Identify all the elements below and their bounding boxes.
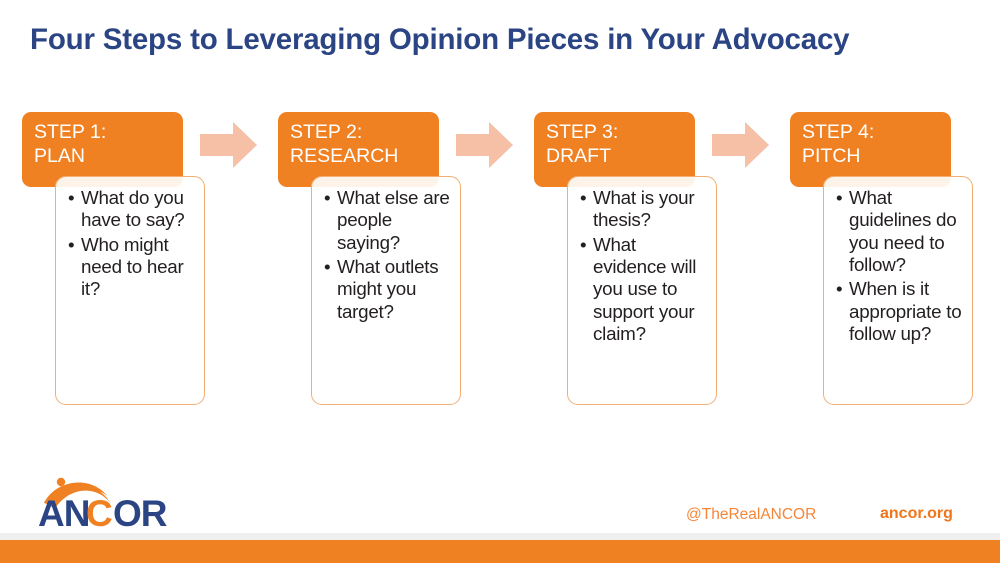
- bullet-text: What outlets might you target?: [337, 256, 439, 322]
- website-url[interactable]: ancor.org: [880, 505, 953, 522]
- bullet-text: What do you have to say?: [81, 187, 185, 231]
- step-3-bullet-list: • What is your thesis? • What evidence wil…: [570, 187, 709, 346]
- bullet-text: What guidelines do you need to follow?: [849, 187, 957, 276]
- step-header-3[interactable]: STEP 3: DRAFT: [534, 112, 695, 187]
- bullet-icon: •: [68, 187, 75, 208]
- step-1-bullet-list: • What do you have to say? • Who might nee…: [58, 187, 197, 301]
- svg-text:C: C: [86, 493, 112, 529]
- arrow-step3-to-step4-icon: [712, 122, 769, 168]
- list-item: • What is your thesis?: [580, 187, 709, 232]
- bullet-text: What else are people saying?: [337, 187, 450, 253]
- page-title: Four Steps to Leveraging Opinion Pieces …: [30, 23, 850, 56]
- social-handle[interactable]: @TheRealANCOR: [686, 506, 817, 523]
- bullet-text: Who might need to hear it?: [81, 233, 184, 300]
- step-header-4-line1: STEP 4:: [802, 121, 875, 143]
- bullet-icon: •: [580, 233, 587, 255]
- bullet-icon: •: [836, 187, 843, 208]
- list-item: • What else are people saying?: [324, 187, 453, 254]
- svg-text:AN: AN: [38, 493, 89, 529]
- bullet-text: When is it appropriate to follow up?: [849, 278, 962, 345]
- ancor-logo-icon: AN C OR: [38, 477, 168, 529]
- ancor-logo: AN C OR: [38, 473, 178, 529]
- bullet-icon: •: [580, 187, 587, 208]
- step-2-bullet-list: • What else are people saying? • What outl…: [314, 187, 453, 323]
- step-header-2-line1: STEP 2:: [290, 121, 363, 143]
- arrow-step1-to-step2-icon: [200, 122, 257, 168]
- footer-divider: [0, 533, 1000, 540]
- step-card-3[interactable]: • What is your thesis? • What evidence wil…: [567, 176, 717, 405]
- bullet-text: What evidence will you use to support yo…: [593, 233, 697, 345]
- list-item: • Who might need to hear it?: [68, 233, 197, 301]
- step-header-3-line2: DRAFT: [546, 144, 611, 167]
- svg-text:OR: OR: [113, 493, 167, 529]
- bullet-icon: •: [324, 187, 331, 208]
- footer-bar: [0, 540, 1000, 563]
- bullet-text: What is your thesis?: [593, 187, 695, 231]
- step-header-1-line1: STEP 1:: [34, 121, 107, 143]
- step-header-1-line2: PLAN: [34, 144, 85, 167]
- bullet-icon: •: [836, 278, 843, 300]
- step-header-4-line2: PITCH: [802, 144, 861, 167]
- step-4-bullet-list: •What guidelines do you need to follow? …: [826, 187, 965, 346]
- bullet-icon: •: [324, 256, 331, 278]
- list-item: • What do you have to say?: [68, 187, 197, 232]
- step-card-4[interactable]: •What guidelines do you need to follow? …: [823, 176, 973, 405]
- step-card-1[interactable]: • What do you have to say? • Who might nee…: [55, 176, 205, 405]
- step-card-2[interactable]: • What else are people saying? • What outl…: [311, 176, 461, 405]
- list-item: • What evidence will you use to support y…: [580, 233, 709, 346]
- step-header-2[interactable]: STEP 2: RESEARCH: [278, 112, 439, 187]
- bullet-icon: •: [68, 233, 75, 255]
- step-header-1[interactable]: STEP 1: PLAN: [22, 112, 183, 187]
- step-header-2-line2: RESEARCH: [290, 144, 399, 167]
- arrow-step2-to-step3-icon: [456, 122, 513, 168]
- list-item: • What guidelines do you need to follow?: [836, 187, 965, 276]
- list-item: • What outlets might you target?: [324, 256, 453, 323]
- step-header-3-line1: STEP 3:: [546, 121, 619, 143]
- list-item: • When is it appropriate to follow up?: [836, 278, 965, 345]
- step-header-4[interactable]: STEP 4: PITCH: [790, 112, 951, 187]
